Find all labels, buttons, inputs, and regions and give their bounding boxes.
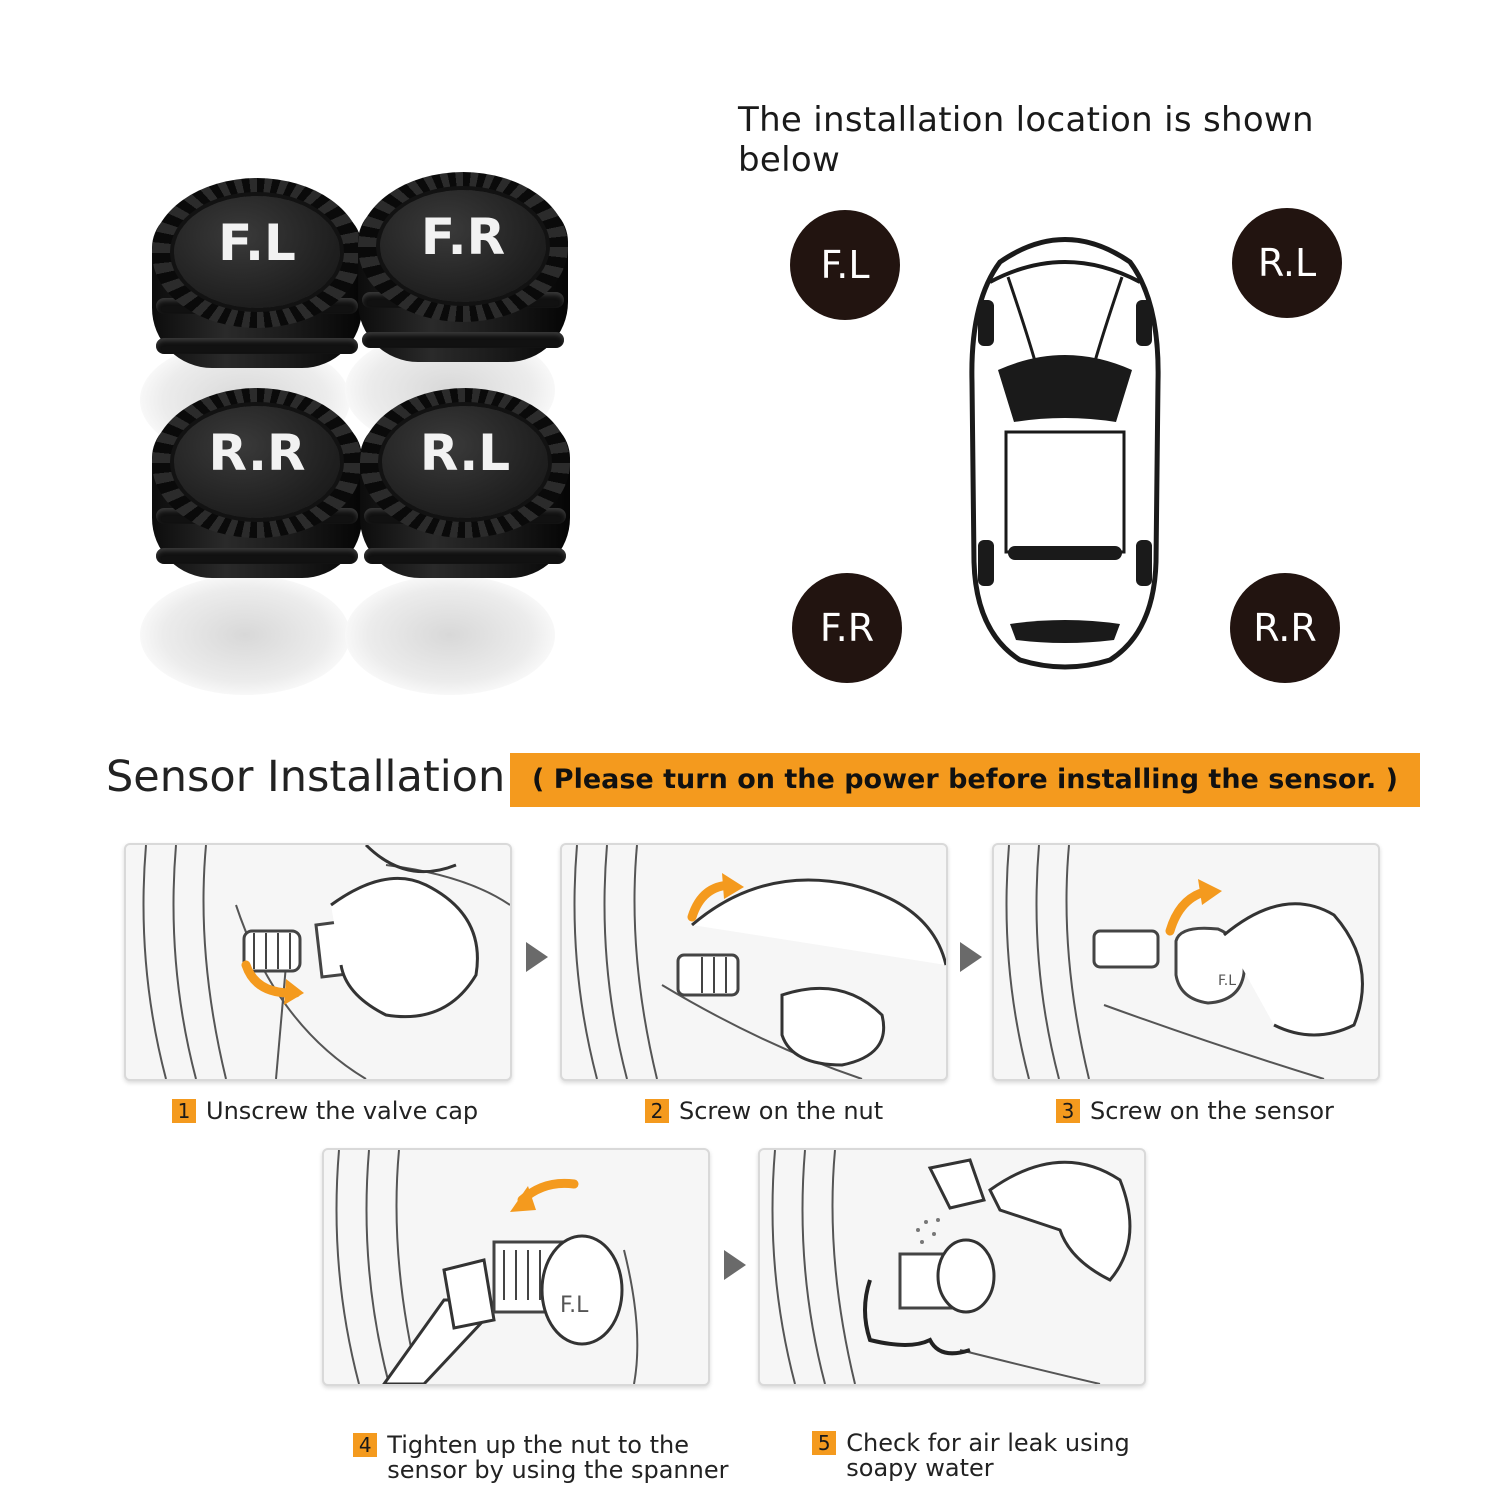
wheel-badge-front-right: F.R bbox=[792, 573, 902, 683]
step-text: Tighten up the nut to the sensor by usin… bbox=[387, 1431, 729, 1484]
step-number: 1 bbox=[172, 1099, 196, 1123]
step-text: Screw on the sensor bbox=[1090, 1097, 1334, 1125]
svg-text:F.L: F.L bbox=[560, 1293, 589, 1318]
cap-label: R.L bbox=[419, 424, 511, 482]
next-step-arrow-icon bbox=[526, 942, 548, 972]
location-title: The installation location is shown below bbox=[738, 100, 1314, 180]
wheel-badge-rear-right: R.R bbox=[1230, 573, 1340, 683]
step-4-label: 4 Tighten up the nut to the sensor by usi… bbox=[338, 1408, 728, 1483]
step-number: 5 bbox=[812, 1431, 837, 1455]
install-title: Sensor Installation bbox=[106, 752, 506, 802]
step-number: 4 bbox=[353, 1433, 378, 1457]
step-3-illustration: F.L bbox=[992, 843, 1380, 1081]
step-1-illustration bbox=[124, 843, 512, 1081]
cap-label: F.L bbox=[218, 214, 296, 272]
cap-label: R.R bbox=[208, 424, 306, 482]
step-3-label: 3 Screw on the sensor bbox=[1056, 1099, 1334, 1124]
step-5-label: 5 Check for air leak using soapy water bbox=[797, 1406, 1130, 1481]
step-text: Check for air leak using soapy water bbox=[846, 1429, 1130, 1482]
sensor-cap-rear-left: R.L bbox=[360, 388, 570, 598]
sensor-cap-front-left: F.L bbox=[152, 178, 362, 388]
sensor-cap-front-right: F.R bbox=[358, 172, 568, 382]
step-number: 3 bbox=[1056, 1099, 1080, 1123]
cap-shadow bbox=[345, 575, 555, 695]
step-5-illustration bbox=[758, 1148, 1146, 1386]
step-4-illustration: F.L bbox=[322, 1148, 710, 1386]
step-text: Screw on the nut bbox=[679, 1097, 884, 1125]
wheel-badge-rear-left: R.L bbox=[1232, 208, 1342, 318]
next-step-arrow-icon bbox=[724, 1250, 746, 1280]
car-top-view-icon bbox=[969, 237, 1161, 670]
next-step-arrow-icon bbox=[960, 942, 982, 972]
cap-shadow bbox=[140, 575, 350, 695]
step-number: 2 bbox=[645, 1099, 669, 1123]
svg-text:F.L: F.L bbox=[1218, 973, 1236, 989]
power-note-text: ( Please turn on the power before instal… bbox=[532, 764, 1398, 795]
power-note-banner: ( Please turn on the power before instal… bbox=[510, 753, 1420, 807]
sensor-cap-rear-right: R.R bbox=[152, 388, 362, 598]
step-text: Unscrew the valve cap bbox=[206, 1097, 479, 1125]
step-2-illustration bbox=[560, 843, 948, 1081]
cap-label: F.R bbox=[420, 208, 506, 266]
wheel-badge-front-left: F.L bbox=[790, 210, 900, 320]
step-1-label: 1 Unscrew the valve cap bbox=[172, 1099, 478, 1124]
step-2-label: 2 Screw on the nut bbox=[645, 1099, 883, 1124]
